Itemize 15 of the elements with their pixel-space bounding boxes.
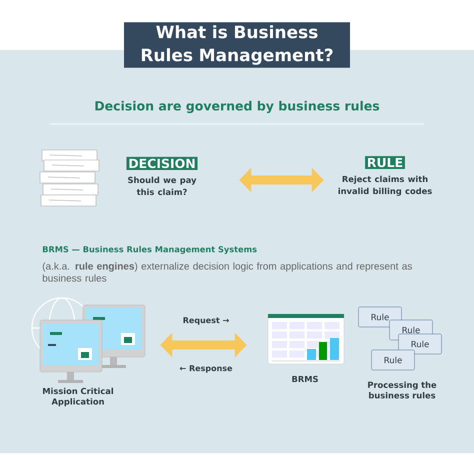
spreadsheet-drawing	[268, 314, 344, 364]
arrow-label: Request →	[183, 317, 229, 325]
section-heading: BRMS — Business Rules Management Systems	[42, 246, 257, 254]
arrow-label: ← Response	[180, 365, 232, 373]
node-label: Should we pay this claim?	[128, 176, 196, 196]
node-label: Mission Critical Application	[43, 388, 114, 406]
node-label: BRMS	[292, 376, 318, 382]
monitor-drawing	[31, 297, 146, 383]
subtitle: Decision are governed by business rules	[95, 100, 380, 114]
title-banner: What is Business Rules Management?	[124, 22, 350, 68]
label-block: DECISION Should we pay this claim?	[126, 156, 198, 196]
label-block: RULE Reject claims with invalid billing codes	[338, 156, 432, 196]
node-label: Reject claims with invalid billing codes	[338, 176, 432, 196]
description: (a.k.a. rule engines) externalize decision logic from applications and represent as business rules	[42, 262, 412, 282]
caption: Processing the business rules	[368, 382, 436, 398]
